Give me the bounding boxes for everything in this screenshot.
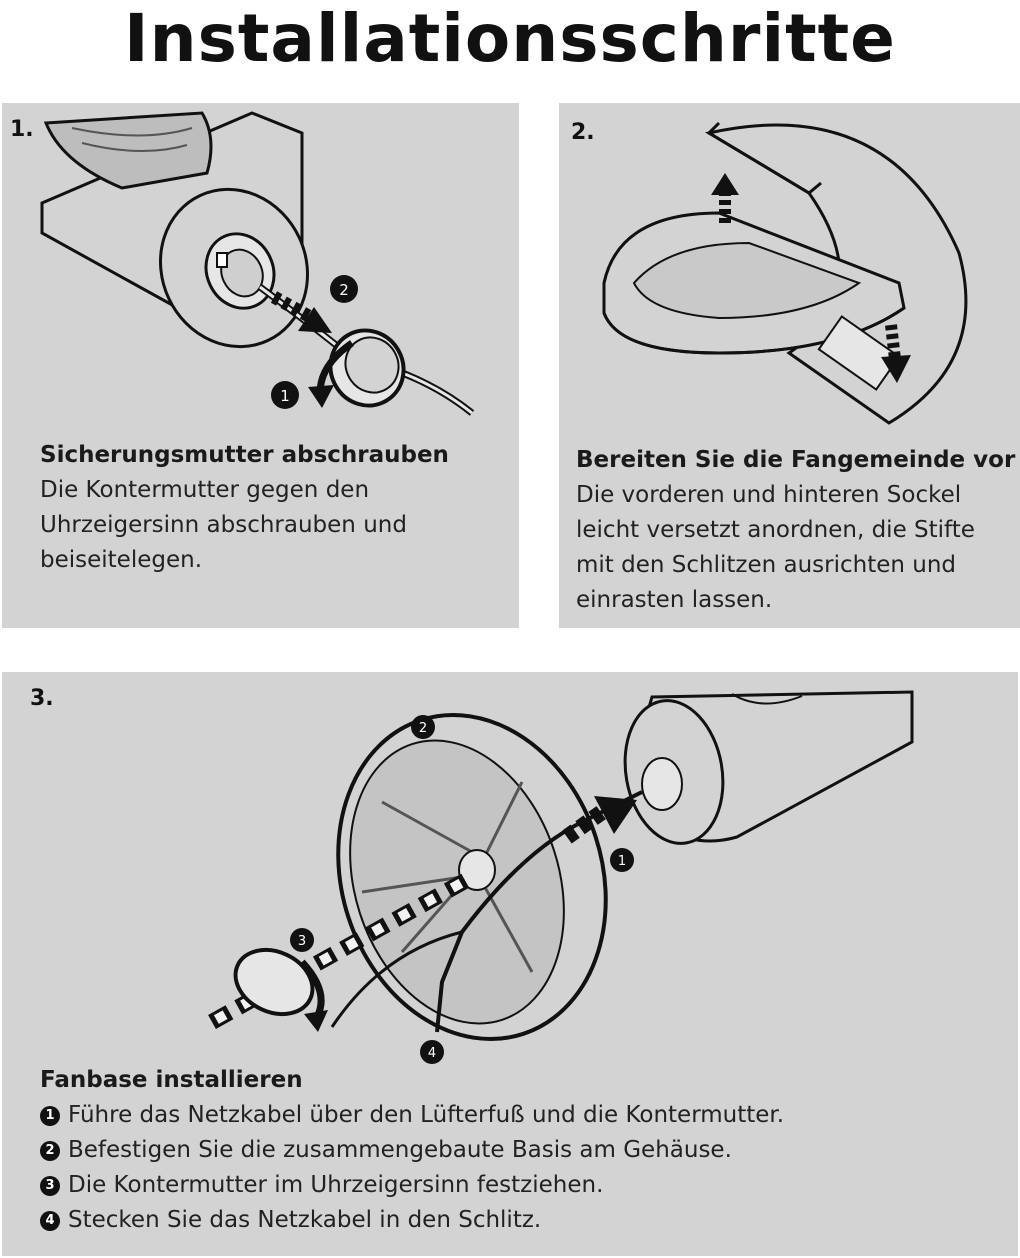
step-3-item: 1 Führe das Netzkabel über den Lüfterfuß… <box>40 1098 784 1133</box>
step-2-panel: 2. Bereiten Sie die Fangemeinde vor Die … <box>559 103 1020 628</box>
step-1-callout-1: 1 <box>280 387 290 405</box>
step-3-panel: 3. 2 1 3 4 Fanbase installieren <box>2 672 1018 1256</box>
step-3-callout-3: 3 <box>298 934 306 949</box>
step-2-heading: Bereiten Sie die Fangemeinde vor <box>576 447 1016 473</box>
step-2-line: leicht versetzt anordnen, die Stifte <box>576 517 975 543</box>
step-1-number: 1. <box>10 117 34 142</box>
step-3-item-text: Stecken Sie das Netzkabel in den Schlitz… <box>68 1207 542 1233</box>
step-3-item-text: Die Kontermutter im Uhrzeigersinn festzi… <box>68 1172 604 1198</box>
step-1-line: Uhrzeigersinn abschrauben und <box>40 512 407 538</box>
step-3-item-text: Führe das Netzkabel über den Lüfterfuß u… <box>68 1102 785 1128</box>
step-badge-2: 2 <box>40 1140 60 1161</box>
step-badge-4: 4 <box>40 1210 60 1231</box>
step-3-callout-1: 1 <box>618 854 626 869</box>
step-3-illustration: 2 1 3 4 <box>208 690 914 1064</box>
step-2-description: Die vorderen und hinteren Sockel leicht … <box>576 478 975 618</box>
step-3-heading: Fanbase installieren <box>40 1067 303 1093</box>
step-badge-3: 3 <box>40 1175 60 1196</box>
step-2-number: 2. <box>571 120 595 145</box>
step-3-item: 3 Die Kontermutter im Uhrzeigersinn fest… <box>40 1168 784 1203</box>
step-1-description: Die Kontermutter gegen den Uhrzeigersinn… <box>40 473 407 578</box>
step-2-illustration <box>602 121 968 425</box>
step-2-line: Die vorderen und hinteren Sockel <box>576 482 962 508</box>
step-2-line: mit den Schlitzen ausrichten und <box>576 552 957 578</box>
step-badge-1: 1 <box>40 1105 60 1126</box>
step-1-illustration: 2 1 <box>40 111 475 416</box>
step-1-panel: 1. 2 1 Sicherungsmutter abschrauben Die … <box>2 103 519 628</box>
step-1-heading: Sicherungsmutter abschrauben <box>40 442 449 468</box>
step-1-line: beiseitelegen. <box>40 547 203 573</box>
step-3-callout-4: 4 <box>428 1046 436 1061</box>
step-3-item: 4 Stecken Sie das Netzkabel in den Schli… <box>40 1203 784 1238</box>
step-1-line: Die Kontermutter gegen den <box>40 477 370 503</box>
step-3-item: 2 Befestigen Sie die zusammengebaute Bas… <box>40 1133 784 1168</box>
step-1-callout-2: 2 <box>339 281 349 299</box>
step-3-callout-2: 2 <box>419 721 427 736</box>
step-3-item-text: Befestigen Sie die zusammengebaute Basis… <box>68 1137 732 1163</box>
step-3-list: 1 Führe das Netzkabel über den Lüfterfuß… <box>40 1098 784 1238</box>
page-title: Installationsschritte <box>124 0 896 77</box>
step-3-number: 3. <box>30 686 54 711</box>
step-2-line: einrasten lassen. <box>576 587 773 613</box>
